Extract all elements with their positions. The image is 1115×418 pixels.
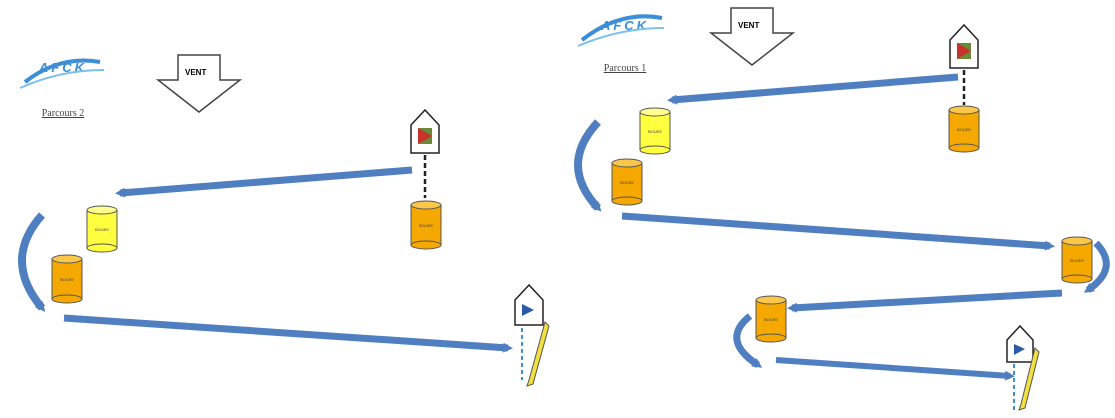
buoy-yellow: BOUEE <box>639 107 671 155</box>
logo-swoosh-icon <box>577 14 665 47</box>
rounding-arrow <box>18 212 46 312</box>
course-diagram-parcours-2: AFCK Parcours 2 VENT <box>18 54 550 387</box>
rounding-arrow-lower <box>733 313 763 368</box>
buoy-orange-right: BOUEE <box>1061 236 1093 284</box>
course-leg-arrow-3 <box>787 289 1063 313</box>
finish-flag-icon <box>1006 324 1034 363</box>
buoy-label: BOUEE <box>620 180 634 185</box>
course-drawing: VENT BOUEE BOUEE BO <box>574 7 1110 411</box>
course-leg-arrow-2 <box>63 314 513 353</box>
buoy-start: BOUEE <box>948 105 980 153</box>
buoy-yellow: BOUEE <box>86 205 118 253</box>
course-label: Parcours 2 <box>41 108 85 119</box>
start-flag-icon <box>410 108 440 154</box>
buoy-label: BOUEE <box>648 129 662 134</box>
buoy-orange-lower: BOUEE <box>755 295 787 343</box>
afck-logo: AFCK <box>18 60 108 75</box>
buoy-orange: BOUEE <box>51 254 83 304</box>
wind-label: VENT <box>738 21 759 30</box>
course-drawing: VENT BOUEE BOUEE BO <box>18 54 550 387</box>
wind-arrow-icon: VENT <box>155 54 243 113</box>
buoy-label: BOUEE <box>95 227 109 232</box>
buoy-orange: BOUEE <box>611 158 643 206</box>
buoy-label: BOUEE <box>764 317 778 322</box>
course-leg-arrow-4 <box>775 357 1015 381</box>
course-leg-arrow-1 <box>115 166 413 198</box>
buoy-label: BOUEE <box>419 223 433 228</box>
finish-flag-icon <box>514 283 544 326</box>
course-label-block: Parcours 1 <box>580 58 670 76</box>
course-label: Parcours 1 <box>603 63 647 74</box>
wind-arrow-icon: VENT <box>708 7 796 66</box>
rounding-arrow <box>574 119 602 212</box>
rounding-arrow-right <box>1083 240 1110 293</box>
course-label-block: Parcours 2 <box>18 103 108 121</box>
wind-label: VENT <box>185 68 206 77</box>
logo-text: AFCK <box>38 60 88 75</box>
buoy-label: BOUEE <box>957 127 971 132</box>
buoy-start: BOUEE <box>410 200 442 250</box>
buoy-label: BOUEE <box>1070 258 1084 263</box>
course-leg-arrow-2 <box>621 212 1055 251</box>
start-flag-icon <box>949 23 979 69</box>
buoy-label: BOUEE <box>60 277 74 282</box>
pen-icon <box>1018 347 1040 411</box>
course-leg-arrow-1 <box>667 73 959 105</box>
course-diagram-parcours-1: AFCK Parcours 1 VENT <box>560 0 1115 418</box>
pen-icon <box>526 321 550 387</box>
logo-swoosh-icon <box>19 58 105 89</box>
